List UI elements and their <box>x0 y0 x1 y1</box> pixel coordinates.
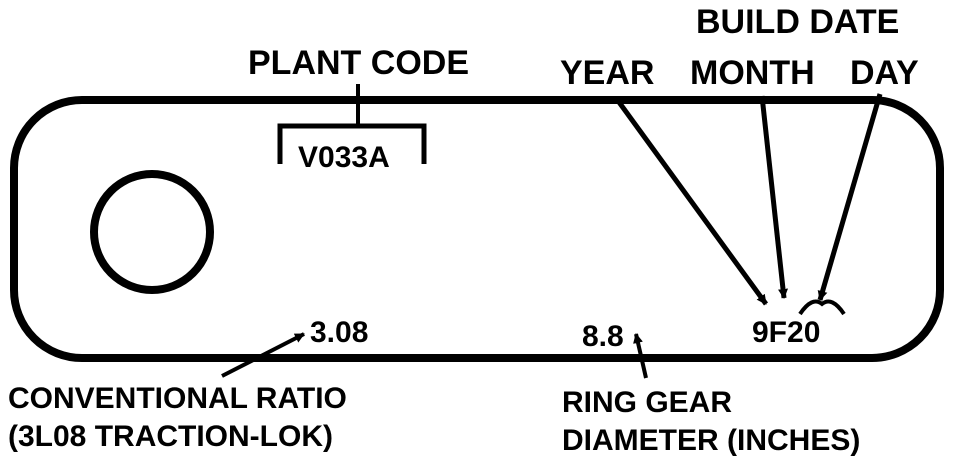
build-code-value: 9F20 <box>752 316 820 349</box>
plant-code-bracket <box>277 123 427 164</box>
month-label: MONTH <box>690 54 815 92</box>
day-brace <box>798 299 846 316</box>
year-label: YEAR <box>560 54 654 92</box>
ring-gear-value: 8.8 <box>582 320 624 353</box>
year-arrow <box>613 96 769 306</box>
month-arrow <box>759 95 788 299</box>
mounting-hole <box>90 170 214 294</box>
ring-gear-caption-line1: RING GEAR <box>562 386 732 419</box>
plant-code-label: PLANT CODE <box>248 44 469 82</box>
build-date-label: BUILD DATE <box>696 3 899 41</box>
day-arrow <box>817 93 883 301</box>
ring-gear-arrow <box>633 333 648 379</box>
axle-tag-outline <box>10 96 944 362</box>
day-label: DAY <box>850 54 919 92</box>
ratio-caption-line1: CONVENTIONAL RATIO <box>8 382 347 415</box>
ring-gear-caption-line2: DIAMETER (INCHES) <box>562 424 860 457</box>
ratio-caption-line2: (3L08 TRACTION-LOK) <box>8 420 333 453</box>
ratio-value: 3.08 <box>310 316 368 349</box>
plant-code-value: V033A <box>298 141 390 174</box>
ratio-arrow <box>221 332 305 378</box>
